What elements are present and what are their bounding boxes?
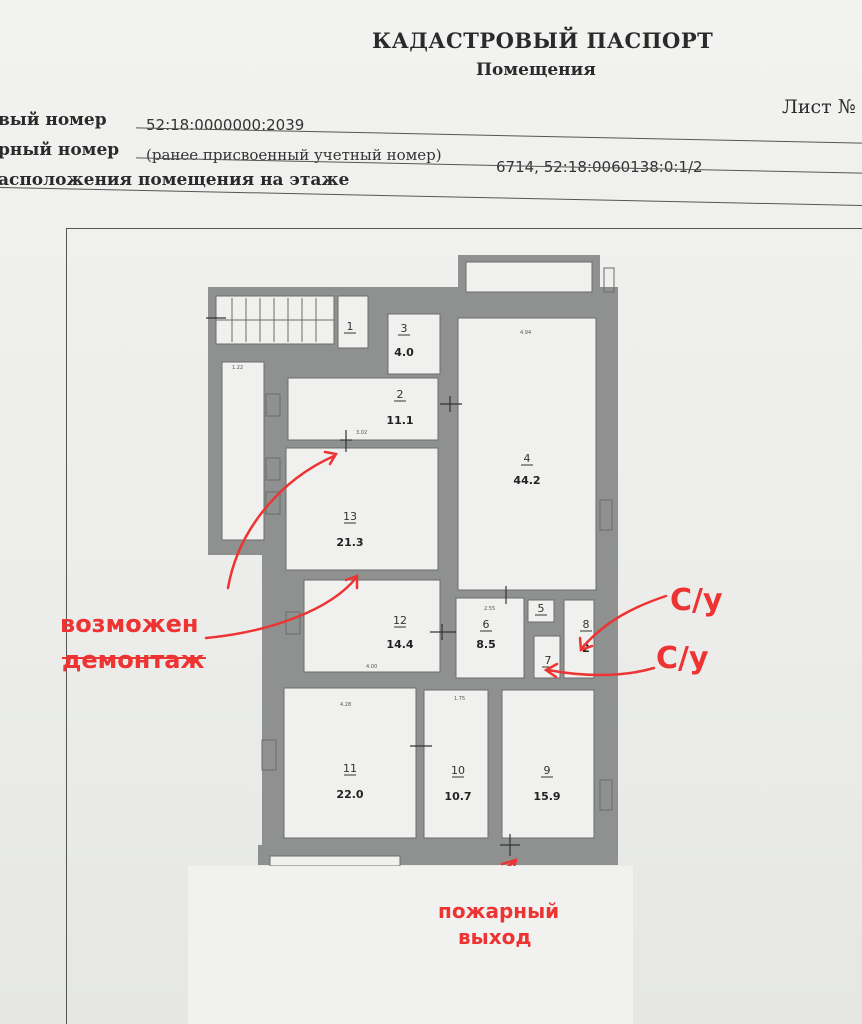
room-3-number: 3 — [401, 322, 408, 335]
room-10-number: 10 — [451, 764, 465, 777]
room-9-area: 15.9 — [533, 790, 560, 803]
demolition-note-line1: возможен — [60, 610, 198, 638]
room-13-area: 21.3 — [336, 536, 363, 549]
room-6-number: 6 — [483, 618, 490, 631]
document-subtitle: Помещения — [476, 60, 596, 80]
demolition-note-line2: демонтаж — [62, 646, 204, 674]
room-11-area: 22.0 — [336, 788, 363, 801]
svg-text:1.75: 1.75 — [454, 696, 465, 702]
room-9-number: 9 — [544, 764, 551, 777]
svg-text:1.22: 1.22 — [232, 365, 243, 371]
room-7-number: 7 — [545, 654, 552, 667]
plan-frame — [66, 228, 862, 1024]
cadastral-number-label: вый номер — [0, 110, 107, 130]
room-12-area: 14.4 — [386, 638, 413, 651]
room-2-number: 2 — [397, 388, 404, 401]
svg-text:3.02: 3.02 — [356, 430, 367, 436]
floor-location-label: асположения помещения на этаже — [0, 170, 350, 190]
room-10-area: 10.7 — [444, 790, 471, 803]
blank-area — [188, 866, 633, 1024]
fire-exit-note-line1: пожарный — [438, 899, 559, 923]
document-title: КАДАСТРОВЫЙ ПАСПОРТ — [372, 28, 714, 53]
sheet-number: Лист № — [782, 96, 856, 118]
room-1-number: 1 — [347, 320, 354, 333]
inventory-number-label: рный номер — [0, 140, 120, 160]
room-11-number: 11 — [343, 762, 357, 775]
room-12-number: 12 — [393, 614, 407, 627]
room-6-area: 8.5 — [476, 638, 496, 651]
wc-note-2: С/у — [656, 641, 709, 676]
room-5-number: 5 — [538, 602, 545, 615]
room-4-area: 44.2 — [513, 474, 540, 487]
svg-text:4.94: 4.94 — [520, 330, 531, 336]
room-13-number: 13 — [343, 510, 357, 523]
room-3-area: 4.0 — [394, 346, 414, 359]
svg-text:2.55: 2.55 — [484, 606, 495, 612]
wc-note-1: С/у — [670, 583, 723, 618]
svg-text:4.00: 4.00 — [366, 664, 377, 670]
room-4-number: 4 — [524, 452, 531, 465]
svg-text:4.28: 4.28 — [340, 702, 351, 708]
room-8-number: 8 — [583, 618, 590, 631]
fire-exit-note-line2: выход — [458, 925, 532, 949]
room-2-area: 11.1 — [386, 414, 413, 427]
